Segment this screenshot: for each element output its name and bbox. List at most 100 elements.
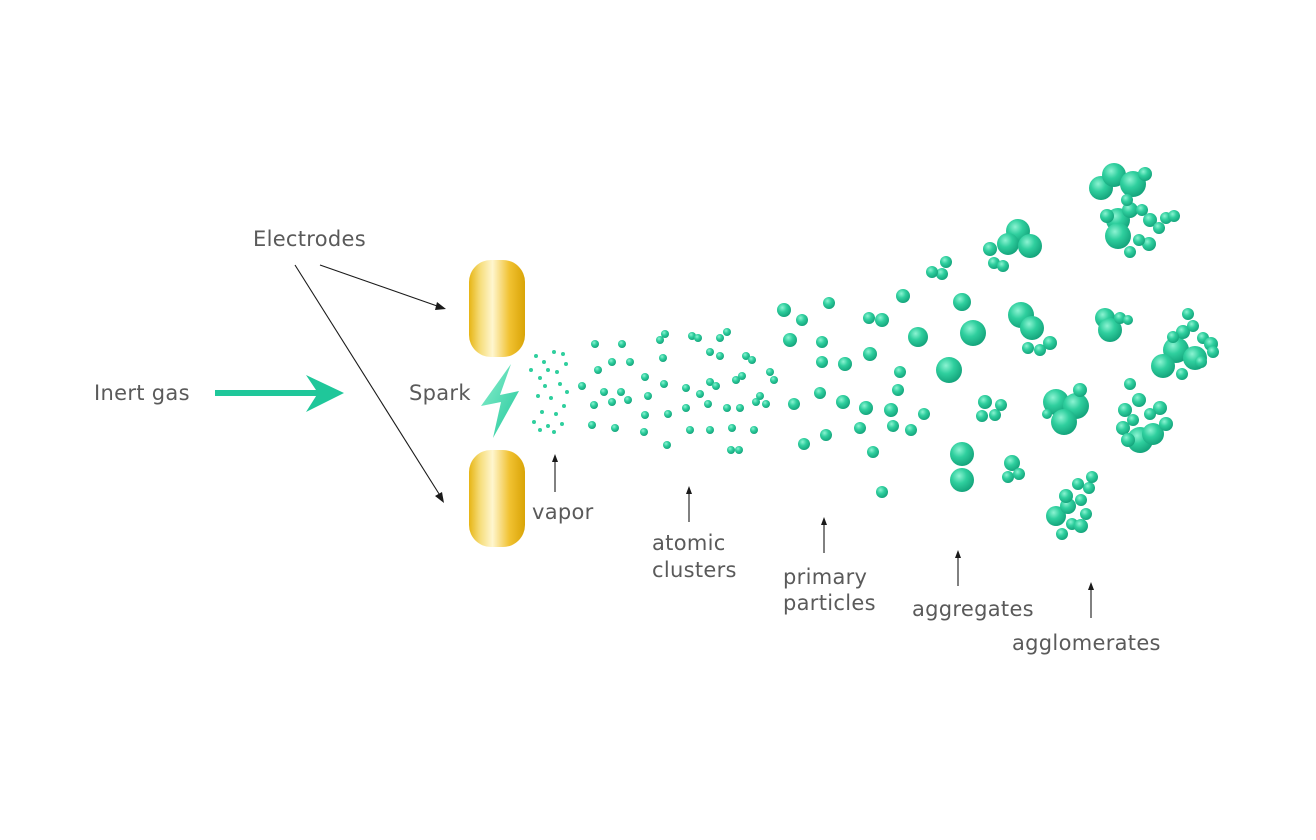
- atomic-cluster-atom: [750, 426, 758, 434]
- lightning-bolt-icon: [481, 364, 519, 438]
- atomic-cluster-atom: [742, 352, 750, 360]
- primary-particle: [816, 356, 828, 368]
- aggregate-particle: [950, 468, 974, 492]
- atomic-cluster-atom: [736, 404, 744, 412]
- vapor-atom: [552, 430, 556, 434]
- aggregate-particle: [940, 256, 952, 268]
- agglomerate-particle: [1122, 202, 1138, 218]
- agglomerate-particle: [1116, 421, 1130, 435]
- primary-particle: [863, 347, 877, 361]
- agglomerate-particle: [1124, 378, 1136, 390]
- primary-particle: [887, 420, 899, 432]
- atomic-cluster-atom: [644, 392, 652, 400]
- atomic-cluster-atom: [727, 446, 735, 454]
- agglomerate-particle: [1124, 246, 1136, 258]
- agglomerate-particle: [1195, 356, 1207, 368]
- inert-gas-label: Inert gas: [94, 381, 190, 405]
- aggregate-particle: [997, 233, 1019, 255]
- primary-particle: [905, 424, 917, 436]
- atomic-cluster-atom: [712, 382, 720, 390]
- atomic-cluster-atom: [682, 404, 690, 412]
- aggregate-particle: [953, 293, 971, 311]
- agglomerate-particle: [1098, 318, 1122, 342]
- primary-particle: [896, 289, 910, 303]
- aggregate-particle: [950, 442, 974, 466]
- vapor-atom: [532, 420, 536, 424]
- aggregate-particle: [976, 410, 988, 422]
- atomic-cluster-atom: [706, 378, 714, 386]
- agglomerate-particle: [1182, 308, 1194, 320]
- atomic-clusters-pointer-arrow: [686, 486, 692, 522]
- primary-particle: [820, 429, 832, 441]
- primary-particle: [892, 384, 904, 396]
- atomic-cluster-atom: [686, 426, 694, 434]
- atomic-cluster-atom: [663, 441, 671, 449]
- aggregates-pointer-arrow: [955, 550, 961, 586]
- aggregate-particle: [936, 268, 948, 280]
- agglomerate-particle: [1073, 383, 1087, 397]
- atomic-cluster-atom: [626, 358, 634, 366]
- agglomerate-particle: [1168, 210, 1180, 222]
- aggregate-particle: [1043, 336, 1057, 350]
- atomic-cluster-atom: [716, 352, 724, 360]
- primary-particle: [814, 387, 826, 399]
- atomic-cluster-atom: [728, 424, 736, 432]
- agglomerate-particle: [1153, 401, 1167, 415]
- aggregate-particle: [1004, 455, 1020, 471]
- primary-particle: [894, 366, 906, 378]
- vapor-atom: [546, 368, 550, 372]
- primary-particle: [783, 333, 797, 347]
- vapor-atom: [542, 360, 546, 364]
- aggregate-particle: [1020, 316, 1044, 340]
- agglomerates-pointer-arrow: [1088, 582, 1094, 618]
- primary-particle: [816, 336, 828, 348]
- atomic-cluster-atom: [618, 340, 626, 348]
- atomic-cluster-atom: [594, 366, 602, 374]
- atomic-cluster-atom: [770, 376, 778, 384]
- agglomerate-particle: [1121, 433, 1135, 447]
- aggregates-label: aggregates: [912, 597, 1034, 621]
- primary-particle: [884, 403, 898, 417]
- agglomerate-particle: [1059, 489, 1073, 503]
- atomic-cluster-atom: [590, 401, 598, 409]
- atomic-cluster-atom: [706, 348, 714, 356]
- agglomerate-particle: [1118, 403, 1132, 417]
- agglomerate-particle: [1080, 508, 1092, 520]
- aggregate-particle: [926, 266, 938, 278]
- atomic-cluster-atom: [706, 426, 714, 434]
- agglomerate-particle: [1121, 194, 1133, 206]
- agglomerate-particle: [1083, 482, 1095, 494]
- atomic-cluster-atom: [704, 400, 712, 408]
- aggregate-particle: [989, 409, 1001, 421]
- atomic-cluster-atom: [640, 428, 648, 436]
- agglomerate-particle: [1056, 528, 1068, 540]
- aggregate-particle: [997, 260, 1009, 272]
- agglomerate-particle: [1075, 494, 1087, 506]
- vapor-atom: [562, 404, 566, 408]
- agglomerate-particle: [1100, 209, 1114, 223]
- electrode-pointer-bottom: [294, 264, 444, 503]
- atomic-cluster-atom: [617, 388, 625, 396]
- agglomerate-particle: [1114, 312, 1126, 324]
- atomic-cluster-atom: [766, 368, 774, 376]
- agglomerate-particle: [1132, 393, 1146, 407]
- agglomerate-particle: [1136, 204, 1148, 216]
- agglomerate-particle: [1123, 315, 1133, 325]
- atomic-cluster-atom: [591, 340, 599, 348]
- agglomerate-particle: [1151, 354, 1175, 378]
- atomic-cluster-atom: [716, 334, 724, 342]
- primary-particle: [918, 408, 930, 420]
- electrode-pointer-top: [319, 264, 446, 310]
- atomic-cluster-atom: [660, 380, 668, 388]
- agglomerate-particle: [1153, 222, 1165, 234]
- aggregate-particle: [936, 357, 962, 383]
- atomic-cluster-atom: [641, 373, 649, 381]
- agglomerate-particle: [1142, 423, 1164, 445]
- spark-label: Spark: [409, 381, 471, 405]
- agglomerate-particle: [1207, 346, 1219, 358]
- vapor-atom: [555, 370, 559, 374]
- vapor-atom: [554, 412, 558, 416]
- primary-particle: [798, 438, 810, 450]
- atomic-cluster-atom: [752, 398, 760, 406]
